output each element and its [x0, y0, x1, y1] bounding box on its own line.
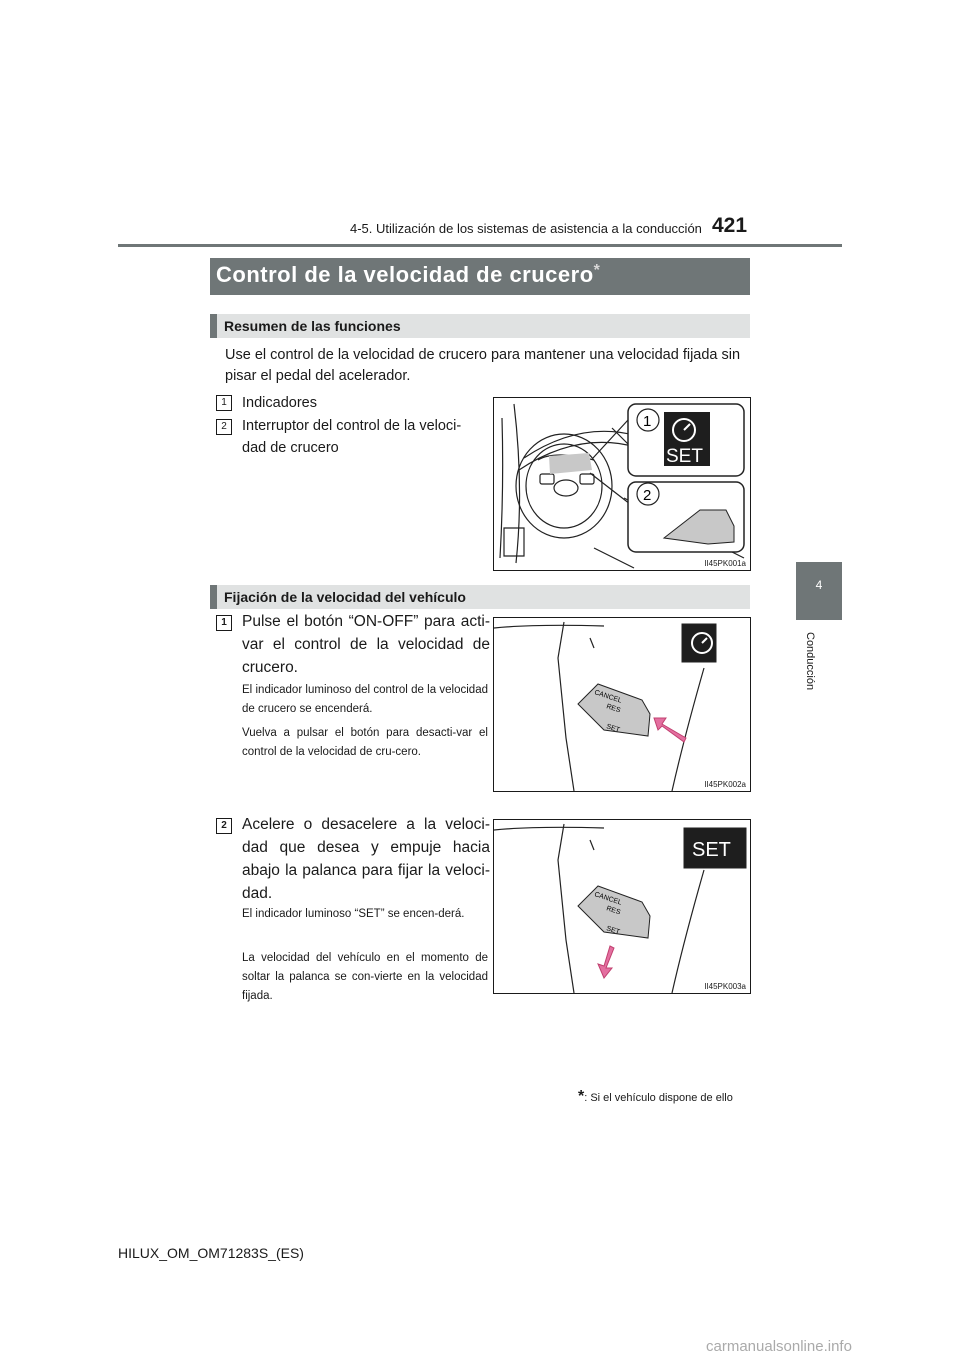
step-2-note-2: La velocidad del vehículo en el momento … [242, 952, 488, 1002]
step-text-1: Pulse el botón “ON-OFF” para acti-var el… [242, 613, 490, 676]
lever-onoff-illustration: CANCEL RES SET [494, 621, 717, 791]
footnote-star-icon: * [578, 1088, 585, 1105]
figure-dashboard: 1 SET 2 II45PK001a [493, 397, 751, 571]
footnote: *: Si el vehículo dispone de ello [578, 1088, 733, 1106]
lever-set-illustration: SET CANCEL RES SET [494, 823, 747, 993]
watermark[interactable]: carmanualsonline.info [706, 1338, 852, 1355]
intro-paragraph: Use el control de la velocidad de crucer… [225, 347, 741, 384]
lever-set-label-2: SET [605, 925, 621, 936]
section-heading-summary: Resumen de las funciones [224, 318, 401, 334]
chapter-label: Conducción [804, 632, 816, 691]
step-1-note-2: Vuelva a pulsar el botón para desacti-va… [242, 727, 488, 758]
step-number-1: 1 [216, 615, 232, 631]
page-number: 421 [712, 214, 748, 237]
chapter-tab[interactable]: 4 [796, 562, 842, 620]
footnote-mark-icon: * [593, 262, 601, 279]
set-indicator-text: SET [666, 446, 703, 467]
page-title-text: Control de la velocidad de crucero [216, 262, 594, 287]
page-title: Control de la velocidad de crucero* [216, 262, 600, 288]
chapter-number: 4 [815, 578, 823, 592]
dashboard-illustration: 1 SET 2 [499, 403, 745, 569]
lever-res-label-2: RES [605, 905, 621, 916]
item-number-1: 1 [216, 395, 232, 411]
section-heading-setting: Fijación de la velocidad del vehículo [224, 589, 466, 605]
step-1-note-1: El indicador luminoso del control de la … [242, 684, 488, 715]
lever-set-label: SET [605, 723, 621, 734]
step2-set-indicator-text: SET [692, 839, 731, 861]
footnote-text: : Si el vehículo dispone de ello [584, 1092, 733, 1104]
title-bar [210, 258, 750, 295]
item-text-1: Indicadores [242, 395, 317, 411]
figure-code-2: II45PK002a [704, 780, 746, 789]
item-text-2: Interruptor del control de la veloci-dad… [242, 418, 462, 456]
lever-res-label: RES [605, 703, 621, 714]
document-code: HILUX_OM_OM71283S_(ES) [118, 1245, 304, 1261]
section-heading-bar-2 [210, 585, 750, 609]
header-rule [118, 244, 842, 247]
callout-2: 2 [643, 487, 651, 504]
step-text-2: Acelere o desacelere a la veloci-dad que… [242, 816, 490, 902]
figure-code-1: II45PK001a [704, 559, 746, 568]
figure-code-3: II45PK003a [704, 982, 746, 991]
callout-1: 1 [643, 413, 651, 430]
step-2-note-1: El indicador luminoso “SET” se encen-der… [242, 908, 465, 920]
section-header: 4-5. Utilización de los sistemas de asis… [350, 221, 702, 236]
item-number-2: 2 [216, 419, 232, 435]
section-heading-bar [210, 314, 750, 338]
figure-step-1: CANCEL RES SET II45PK002a [493, 617, 751, 792]
figure-step-2: SET CANCEL RES SET II45PK003a [493, 819, 751, 994]
step-number-2: 2 [216, 818, 232, 834]
